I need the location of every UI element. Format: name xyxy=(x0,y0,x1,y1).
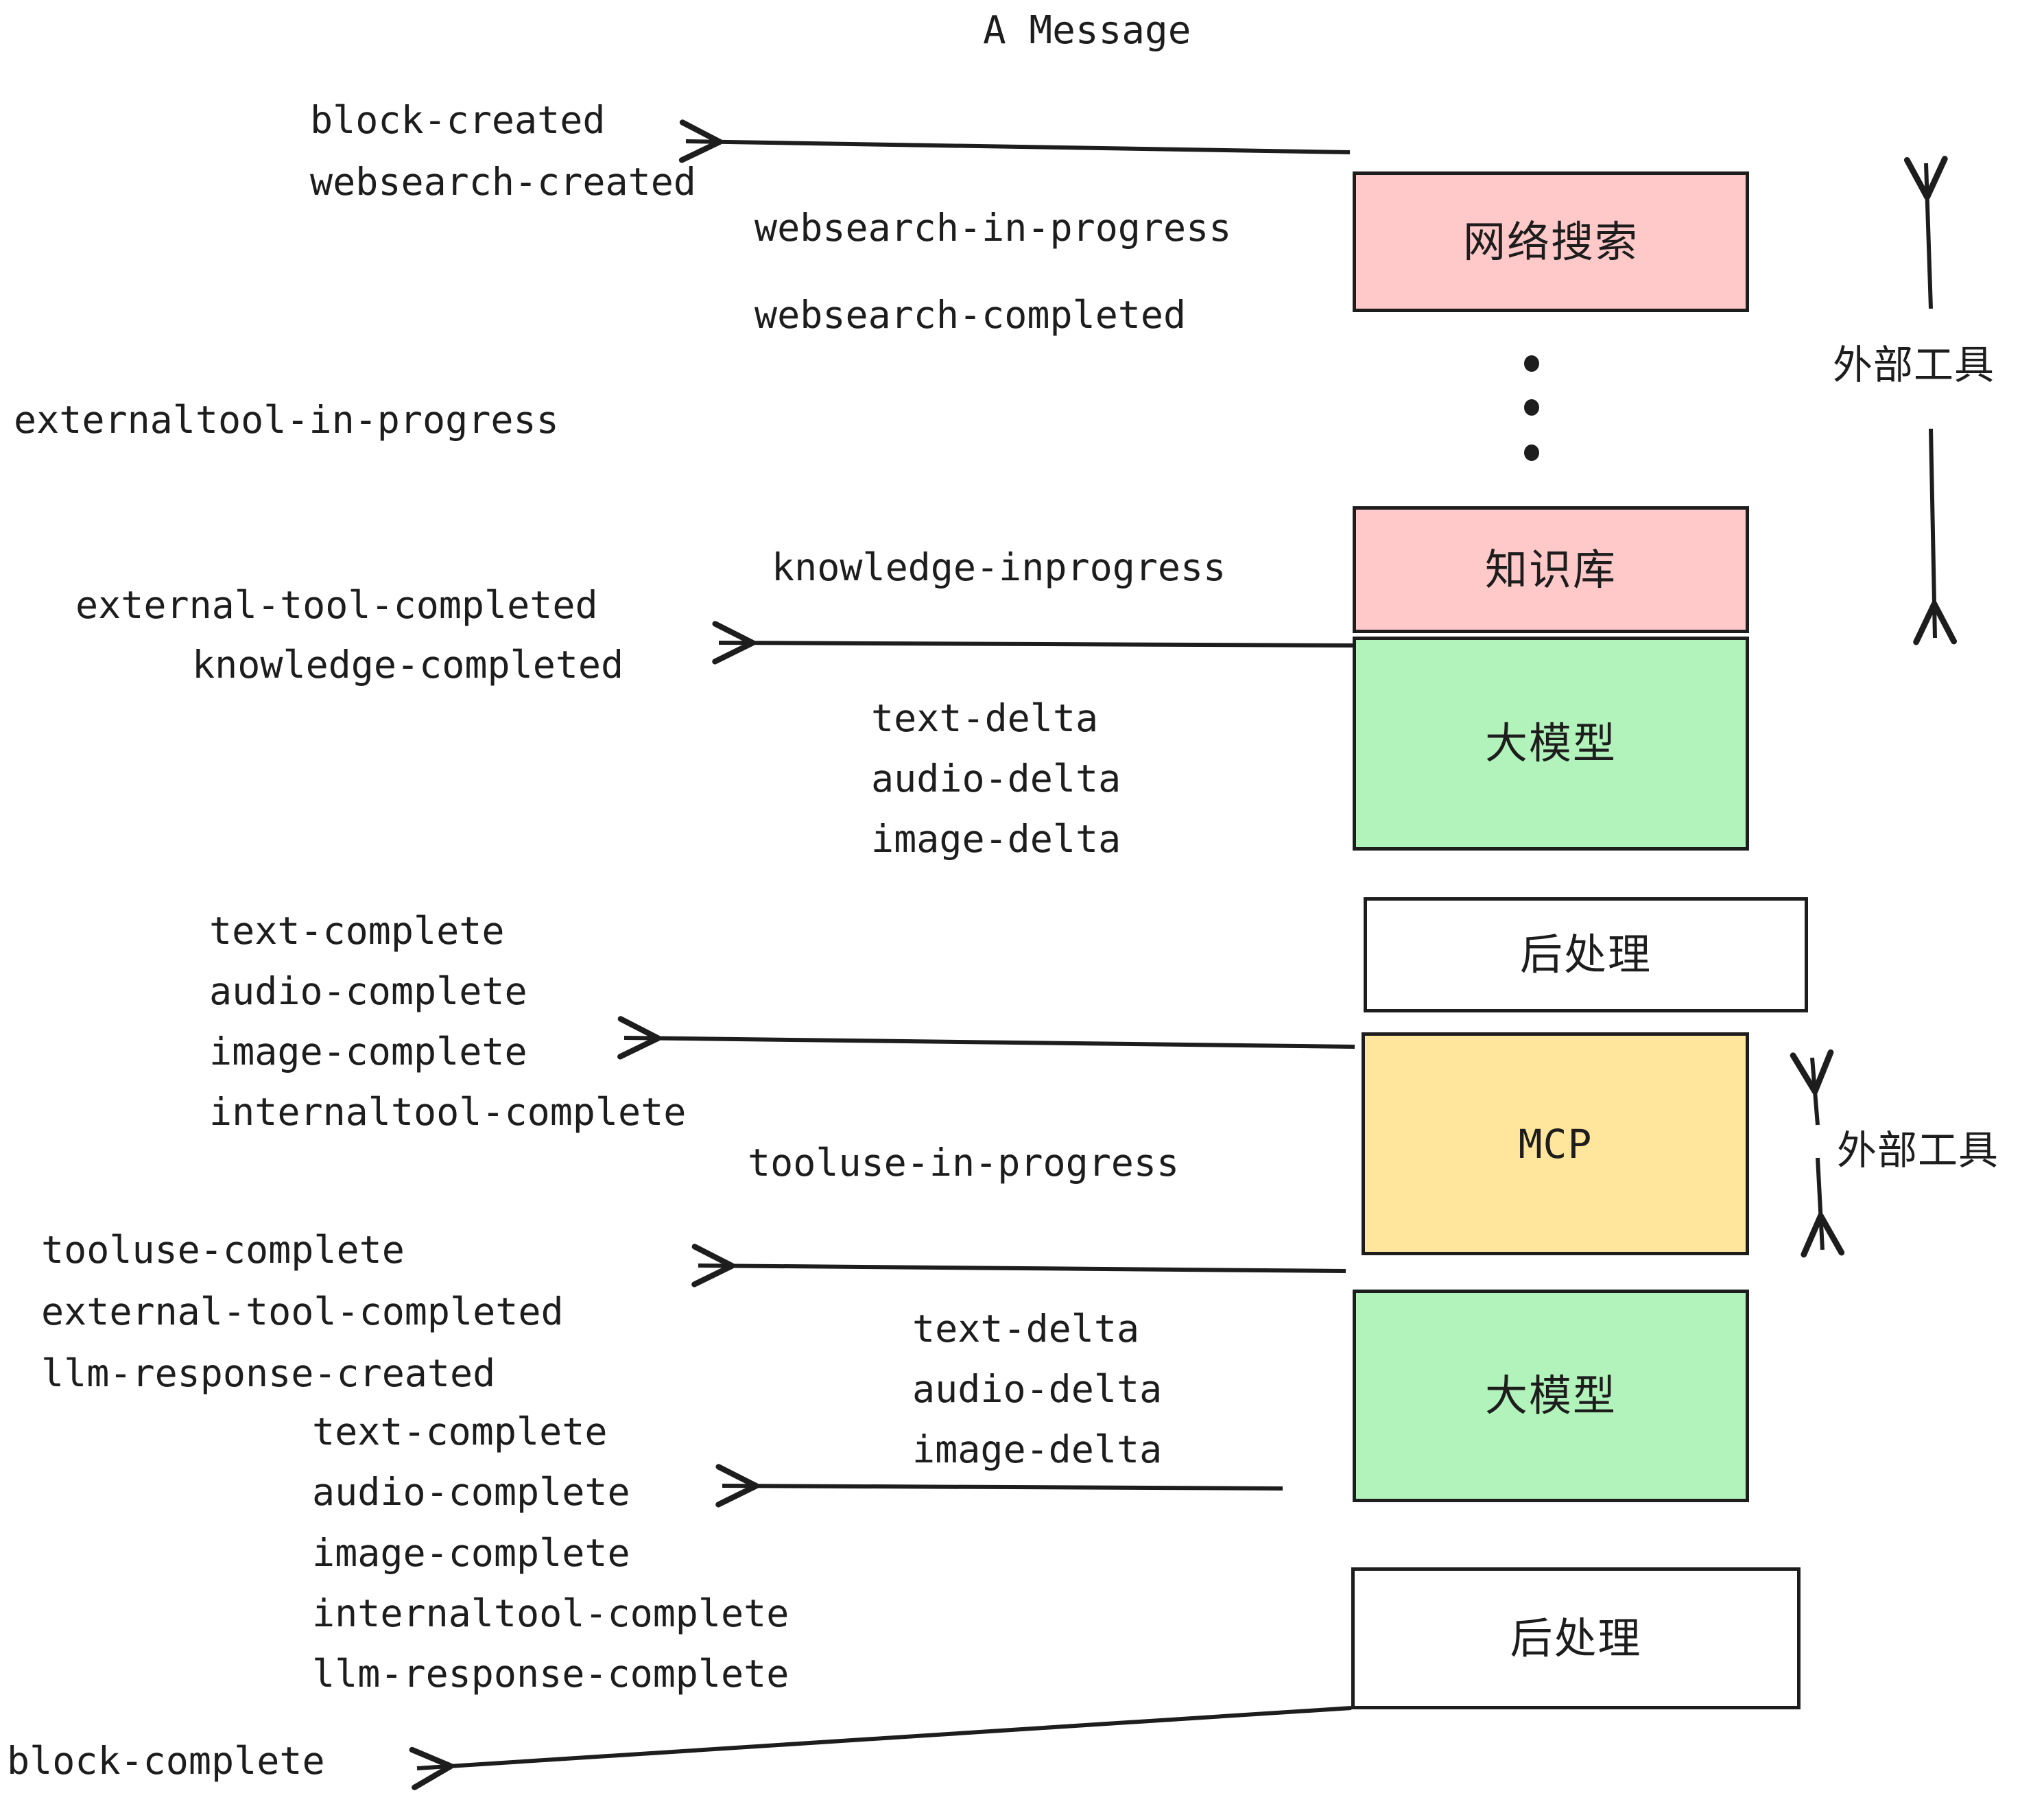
node-knowledge[interactable]: 知识库 xyxy=(1353,506,1749,633)
node-llm-1-label: 大模型 xyxy=(1484,718,1617,768)
event-block-created: block-created xyxy=(310,98,606,142)
node-postprocess-2-label: 后处理 xyxy=(1510,1613,1642,1663)
node-mcp-label: MCP xyxy=(1518,1120,1593,1167)
node-postprocess-1-label: 后处理 xyxy=(1519,929,1652,980)
event-internaltool-complete-2: internaltool-complete xyxy=(312,1591,789,1635)
page-title: A Message xyxy=(983,8,1191,53)
event-tooluse-in-progress: tooluse-in-progress xyxy=(748,1141,1180,1185)
event-external-tool-completed-1: external-tool-completed xyxy=(75,583,598,627)
arrow-knowledge-completed xyxy=(712,621,1355,665)
event-websearch-completed: websearch-completed xyxy=(754,293,1187,337)
group-label-external-tool-bottom: 外部工具 xyxy=(1837,1127,1999,1174)
arrow-block-complete xyxy=(409,1706,1352,1790)
event-image-complete-1: image-complete xyxy=(209,1030,527,1073)
arrow-tooluse-complete xyxy=(691,1244,1346,1287)
event-text-delta-1: text-delta xyxy=(871,696,1099,740)
arrow-external-tool-bottom-up xyxy=(1790,1049,1834,1126)
arrow-audio-complete xyxy=(715,1464,1283,1508)
event-knowledge-inprogress: knowledge-inprogress xyxy=(772,545,1226,589)
event-audio-complete-1: audio-complete xyxy=(209,969,527,1013)
event-llm-response-complete: llm-response-complete xyxy=(312,1652,789,1696)
group-label-external-tool-top: 外部工具 xyxy=(1833,342,1995,388)
arrow-external-tool-bottom-down xyxy=(1801,1157,1845,1258)
event-tooluse-complete: tooluse-complete xyxy=(41,1228,405,1272)
node-mcp[interactable]: MCP xyxy=(1362,1032,1749,1255)
node-knowledge-label: 知识库 xyxy=(1484,544,1617,595)
node-postprocess-2[interactable]: 后处理 xyxy=(1351,1567,1801,1709)
event-audio-complete-2: audio-complete xyxy=(312,1470,630,1514)
event-websearch-created: websearch-created xyxy=(310,160,696,204)
arrow-external-tool-top-down xyxy=(1913,428,1958,645)
event-llm-response-created: llm-response-created xyxy=(41,1351,496,1395)
event-externaltool-in-progress: externaltool-in-progress xyxy=(14,398,559,442)
arrow-image-complete xyxy=(617,1016,1355,1060)
event-image-delta-2: image-delta xyxy=(912,1427,1163,1471)
event-text-complete-1: text-complete xyxy=(209,909,505,953)
event-internaltool-complete-1: internaltool-complete xyxy=(209,1090,687,1134)
event-text-delta-2: text-delta xyxy=(912,1307,1140,1351)
arrow-block-created xyxy=(678,119,1351,163)
event-knowledge-completed: knowledge-completed xyxy=(192,643,624,687)
event-image-delta-1: image-delta xyxy=(871,817,1121,861)
node-postprocess-1[interactable]: 后处理 xyxy=(1364,897,1808,1012)
event-external-tool-completed-2: external-tool-completed xyxy=(41,1290,564,1333)
event-block-complete: block-complete xyxy=(7,1739,325,1783)
event-audio-delta-1: audio-delta xyxy=(871,757,1121,800)
node-llm-1[interactable]: 大模型 xyxy=(1353,637,1749,851)
event-audio-delta-2: audio-delta xyxy=(912,1367,1163,1411)
node-llm-2[interactable]: 大模型 xyxy=(1353,1290,1749,1502)
event-websearch-in-progress: websearch-in-progress xyxy=(754,206,1232,250)
arrow-external-tool-top-up xyxy=(1903,156,1948,309)
event-image-complete-2: image-complete xyxy=(312,1531,630,1575)
node-websearch[interactable]: 网络搜索 xyxy=(1353,171,1749,312)
event-text-complete-2: text-complete xyxy=(312,1410,608,1453)
node-websearch-label: 网络搜索 xyxy=(1462,216,1639,267)
node-llm-2-label: 大模型 xyxy=(1484,1370,1617,1421)
